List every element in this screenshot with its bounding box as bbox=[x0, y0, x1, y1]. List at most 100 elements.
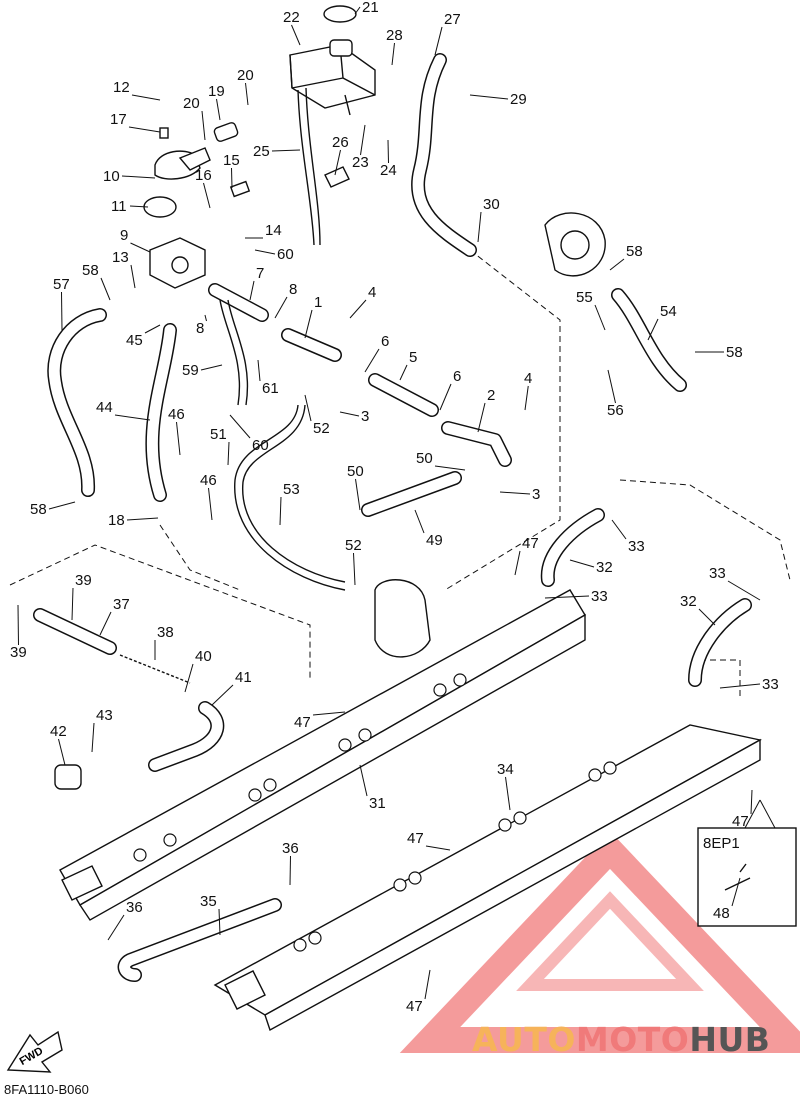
pipes-center bbox=[208, 283, 512, 517]
callout-c31: 31 bbox=[369, 795, 386, 812]
leader-line bbox=[200, 364, 223, 371]
leader-line bbox=[58, 738, 66, 766]
leader-line bbox=[477, 211, 482, 243]
overflow-hose bbox=[297, 87, 350, 246]
leader-line bbox=[201, 110, 206, 141]
leader-line bbox=[107, 914, 125, 941]
leader-line bbox=[499, 491, 531, 495]
callout-c20b: 20 bbox=[237, 67, 254, 84]
watermark-part2: MOTO bbox=[575, 1020, 690, 1059]
callout-c53: 53 bbox=[283, 481, 300, 498]
leader-line bbox=[48, 501, 76, 510]
leader-line bbox=[99, 611, 112, 636]
leader-line bbox=[434, 465, 466, 471]
leader-line bbox=[387, 139, 389, 164]
leader-line bbox=[204, 314, 207, 322]
leader-line bbox=[274, 296, 288, 319]
hoses-left bbox=[47, 299, 249, 502]
dashed-guides bbox=[9, 249, 791, 700]
leader-line bbox=[254, 249, 276, 255]
leader-line bbox=[425, 845, 451, 851]
heat-exchanger-31 bbox=[59, 589, 586, 921]
leader-line bbox=[698, 608, 716, 626]
callout-c28: 28 bbox=[386, 27, 403, 44]
callout-c9: 9 bbox=[120, 227, 128, 244]
leader-line bbox=[544, 595, 590, 599]
watermark-text: AUTOMOTOHUB bbox=[472, 1020, 770, 1059]
callout-c3b: 3 bbox=[532, 486, 540, 503]
callout-c46b: 46 bbox=[200, 472, 217, 489]
callout-c18: 18 bbox=[108, 512, 125, 529]
callout-c33a: 33 bbox=[628, 538, 645, 555]
leader-line bbox=[364, 348, 380, 373]
callout-c42: 42 bbox=[50, 723, 67, 740]
leader-line bbox=[176, 421, 181, 456]
leader-line bbox=[17, 604, 19, 646]
leader-line bbox=[144, 324, 161, 334]
leader-line bbox=[727, 580, 761, 601]
leader-line bbox=[469, 94, 509, 100]
leader-line bbox=[424, 969, 431, 1000]
callout-c59: 59 bbox=[182, 362, 199, 379]
leader-line bbox=[289, 855, 291, 886]
engine-housing bbox=[374, 579, 431, 658]
callout-c47a: 47 bbox=[522, 535, 539, 552]
callout-c37: 37 bbox=[113, 596, 130, 613]
leader-line bbox=[607, 369, 616, 404]
leader-line bbox=[100, 277, 111, 301]
callout-c47c: 47 bbox=[407, 830, 424, 847]
leader-line bbox=[71, 587, 74, 621]
diagram-code: 8FA1110-B060 bbox=[4, 1082, 89, 1097]
leader-line bbox=[505, 776, 511, 811]
callout-c55: 55 bbox=[576, 289, 593, 306]
inset-label: 8EP1 bbox=[703, 835, 740, 852]
leader-line bbox=[434, 26, 443, 56]
leader-line bbox=[731, 877, 741, 907]
leader-line bbox=[514, 550, 521, 576]
callout-c57: 57 bbox=[53, 276, 70, 293]
leader-line bbox=[477, 402, 486, 433]
leader-line bbox=[227, 441, 230, 466]
callout-c24: 24 bbox=[380, 162, 397, 179]
leader-line bbox=[354, 6, 361, 15]
callout-c60b: 60 bbox=[252, 437, 269, 454]
callout-c4a: 4 bbox=[368, 284, 376, 301]
callout-c51: 51 bbox=[210, 426, 227, 443]
callout-c58d: 58 bbox=[30, 501, 47, 518]
leader-line bbox=[257, 359, 261, 382]
callout-c7: 7 bbox=[256, 265, 264, 282]
hose-54 bbox=[544, 212, 687, 392]
leader-line bbox=[249, 280, 255, 301]
leader-line bbox=[130, 242, 151, 253]
callout-c49: 49 bbox=[426, 532, 443, 549]
hoses-lower-left bbox=[33, 608, 225, 790]
callout-c46a: 46 bbox=[168, 406, 185, 423]
leader-line bbox=[391, 42, 395, 66]
thermostat-assembly bbox=[143, 122, 251, 289]
leader-line bbox=[245, 82, 249, 106]
leader-line bbox=[359, 764, 368, 797]
callout-c29: 29 bbox=[510, 91, 527, 108]
callout-c25: 25 bbox=[253, 143, 270, 160]
leader-line bbox=[334, 149, 341, 176]
hose-51 bbox=[234, 404, 346, 591]
leader-line bbox=[304, 394, 312, 422]
leader-line bbox=[399, 364, 408, 381]
callout-c19: 19 bbox=[208, 83, 225, 100]
watermark-part1: AUTO bbox=[472, 1020, 576, 1059]
leader-line bbox=[229, 414, 251, 439]
watermark-logo bbox=[399, 831, 800, 1053]
leader-line bbox=[312, 711, 346, 716]
callout-c36b: 36 bbox=[126, 899, 143, 916]
watermark-part3: HUB bbox=[689, 1020, 771, 1059]
leader-line bbox=[355, 478, 361, 511]
leader-line bbox=[339, 411, 360, 417]
leader-line bbox=[218, 908, 221, 936]
callout-c58c: 58 bbox=[726, 344, 743, 361]
callout-c44: 44 bbox=[96, 399, 113, 416]
callout-c8a: 8 bbox=[289, 281, 297, 298]
callout-c12: 12 bbox=[113, 79, 130, 96]
callout-c36: 36 bbox=[282, 840, 299, 857]
leader-line bbox=[121, 175, 156, 179]
